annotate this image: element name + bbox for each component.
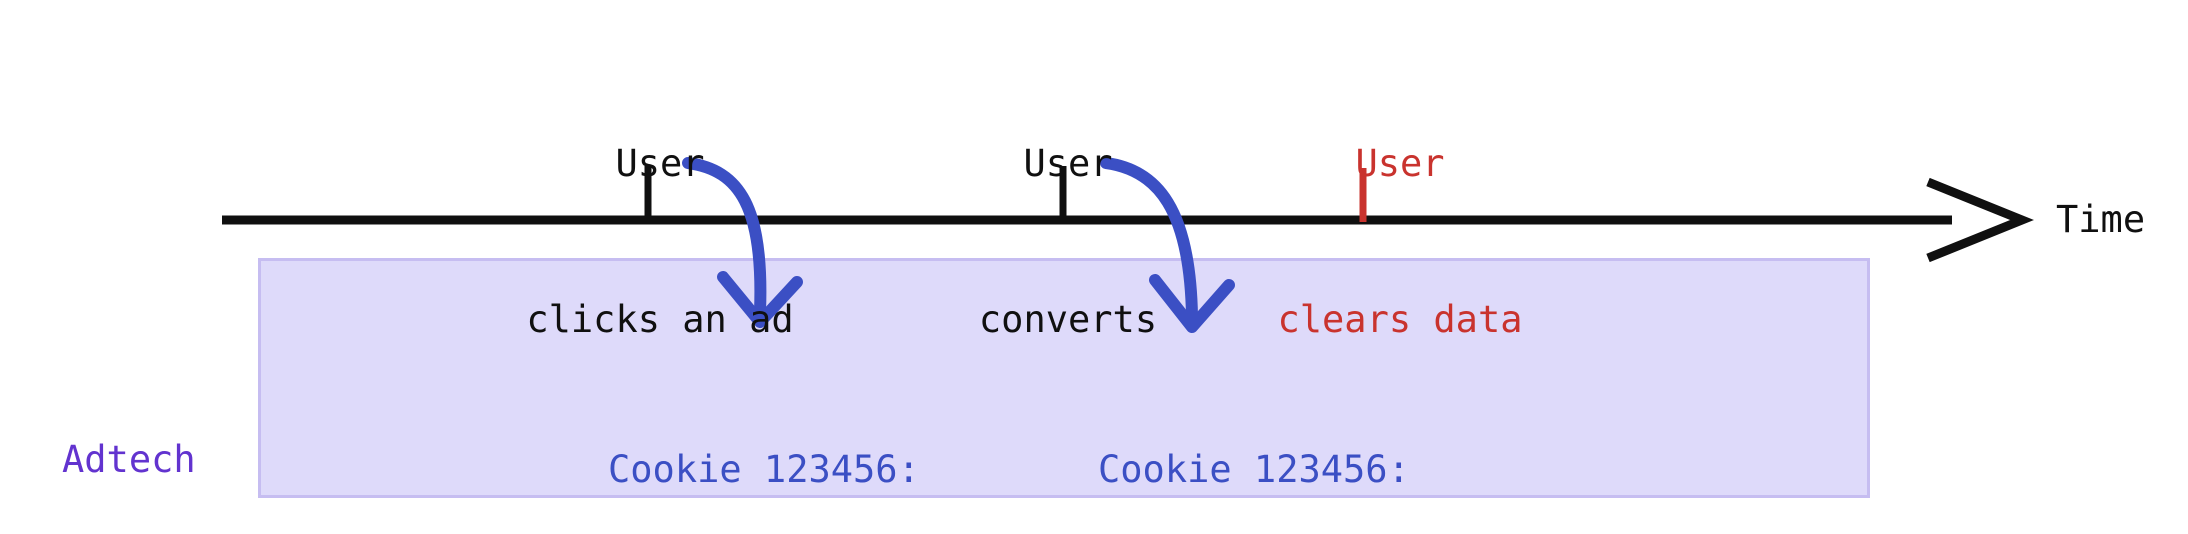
event-label-conversion-line2: converts xyxy=(978,298,1158,341)
time-axis-arrowhead xyxy=(1926,177,2035,263)
server-record-converted: Cookie 123456: Converted xyxy=(1098,340,1410,534)
event-label-ad-click-line2: clicks an ad xyxy=(526,298,794,341)
event-label-clear-data: User clears data xyxy=(1210,34,1590,450)
event-label-conversion-line1: User xyxy=(1023,142,1113,185)
event-label-conversion: User converts xyxy=(878,34,1258,450)
adtech-server-box xyxy=(258,258,1870,498)
server-record-ad-clicked: Cookie 123456: Ad clicked xyxy=(608,340,920,534)
event-label-ad-click: User clicks an ad xyxy=(460,34,860,450)
time-axis-label: Time xyxy=(2056,198,2146,241)
event-label-clear-data-line1: User xyxy=(1355,142,1445,185)
event-label-clear-data-line2: clears data xyxy=(1277,298,1523,341)
server-record-converted-line1: Cookie 123456: xyxy=(1098,448,1410,491)
server-record-ad-clicked-line1: Cookie 123456: xyxy=(608,448,920,491)
adtech-server-label: Adtech server xyxy=(62,330,196,534)
adtech-server-label-line1: Adtech xyxy=(62,438,196,481)
event-label-ad-click-line1: User xyxy=(615,142,705,185)
